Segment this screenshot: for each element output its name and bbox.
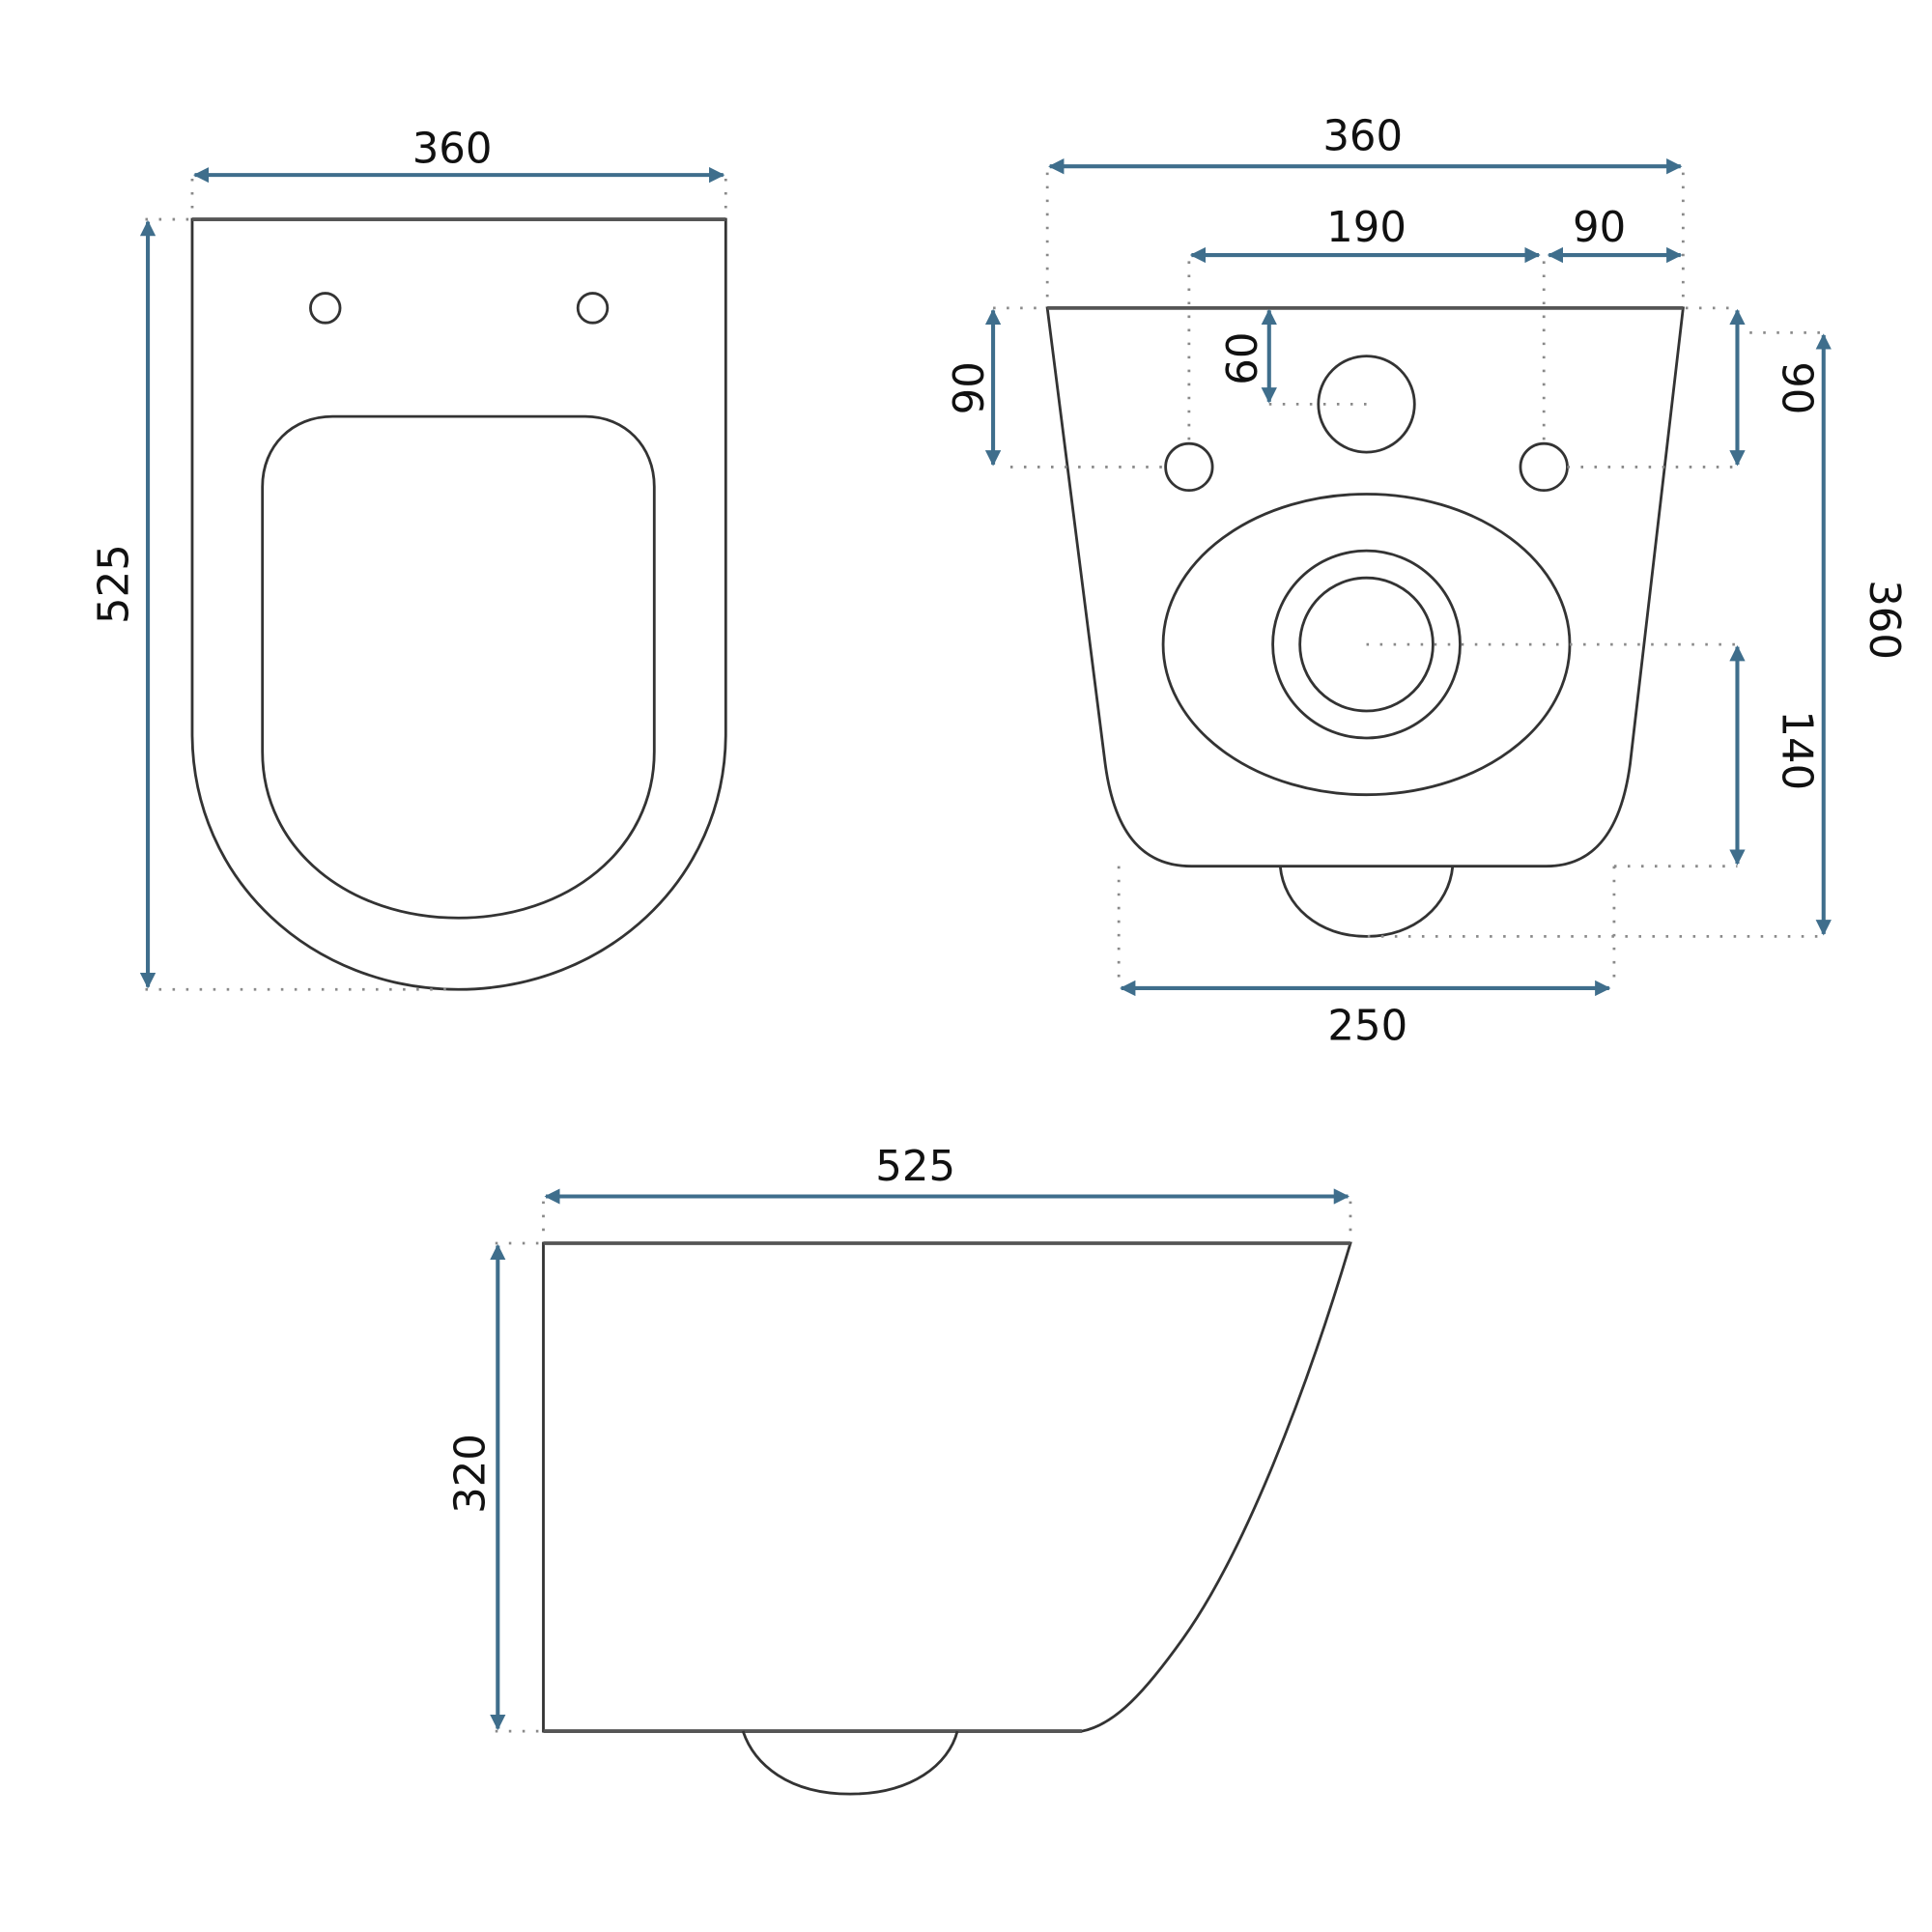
top-view: 360 525 bbox=[91, 125, 727, 991]
seat-inner-opening bbox=[261, 414, 656, 920]
dim-label-top-width: 360 bbox=[412, 125, 493, 173]
dim-label-inlet-depth: 60 bbox=[1219, 332, 1267, 385]
bolt-hole-right bbox=[1519, 441, 1569, 493]
dim-label-base-width: 250 bbox=[1327, 1003, 1407, 1051]
bolt-hole-left bbox=[1164, 441, 1214, 493]
dim-label-bolt-spacing: 190 bbox=[1326, 204, 1406, 252]
outlet-ring-outer bbox=[1271, 549, 1462, 740]
dim-label-rear-height: 360 bbox=[1860, 580, 1908, 660]
dim-label-right-bolt-height: 90 bbox=[1773, 361, 1821, 414]
dim-label-side-length: 525 bbox=[875, 1143, 955, 1191]
hinge-hole-right bbox=[576, 292, 610, 325]
rear-view: 360 190 90 60 90 90 360 140 bbox=[946, 113, 1908, 1051]
dim-label-rear-width: 360 bbox=[1322, 113, 1403, 161]
side-body-outline bbox=[542, 1241, 1352, 1733]
dim-label-bolt-to-edge: 90 bbox=[1573, 204, 1626, 252]
water-inlet-hole bbox=[1317, 355, 1416, 454]
outlet-ring-inner bbox=[1298, 576, 1435, 713]
dim-label-left-bolt-height: 90 bbox=[946, 361, 994, 414]
side-outlet-bulge bbox=[741, 1730, 959, 1796]
dim-label-outlet-height: 140 bbox=[1773, 710, 1821, 790]
rear-body-outline bbox=[1045, 306, 1685, 868]
dim-label-top-length: 525 bbox=[91, 544, 139, 624]
seat-outer-outline bbox=[190, 217, 727, 991]
dim-label-side-height: 320 bbox=[446, 1434, 495, 1514]
side-view: 525 320 bbox=[446, 1143, 1352, 1796]
rear-outlet-bulge bbox=[1278, 866, 1455, 938]
hinge-hole-left bbox=[309, 292, 342, 325]
